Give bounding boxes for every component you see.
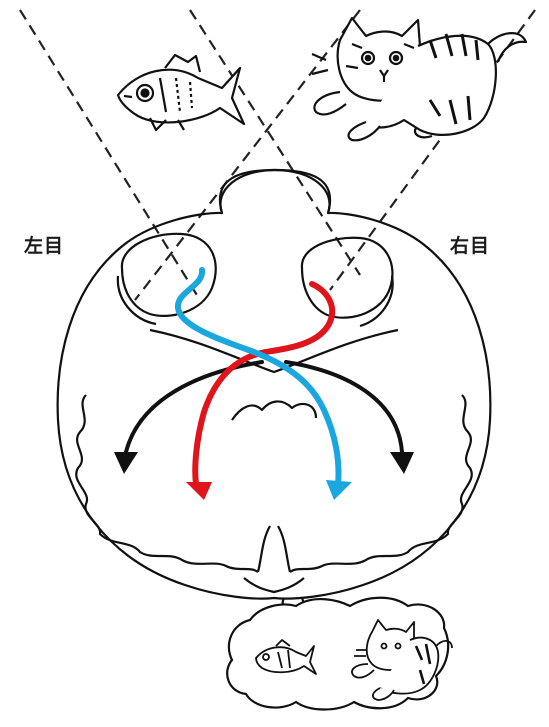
cortex-left: [76, 395, 258, 572]
cortex-divide: [258, 526, 290, 572]
right-outer-pathway: [286, 362, 402, 452]
blue-arrowhead: [326, 480, 352, 500]
fish-icon: [118, 55, 244, 130]
right-outer-arrowhead: [390, 452, 414, 474]
cortex-base: [244, 578, 304, 592]
right-eye-red-pathway: [195, 284, 332, 484]
left-outer-arrowhead: [114, 452, 138, 474]
red-arrowhead: [186, 482, 212, 500]
right-eyeball: [302, 238, 393, 326]
left-eye-label: 左目: [24, 231, 64, 258]
cat-icon: [312, 18, 526, 140]
right-eye-label: 右目: [450, 231, 490, 258]
crossing-pathways: [178, 270, 352, 500]
right-eye-sight-line-inner: [135, 10, 360, 300]
brain-outline: [58, 170, 491, 612]
left-outer-pathway: [126, 362, 262, 452]
cortex-center-fold: [232, 401, 316, 420]
left-eye-sight-line-inner: [190, 10, 360, 275]
cortex-right: [290, 395, 472, 572]
brain-outer-contour: [58, 170, 491, 599]
outer-pathways: [114, 362, 414, 474]
